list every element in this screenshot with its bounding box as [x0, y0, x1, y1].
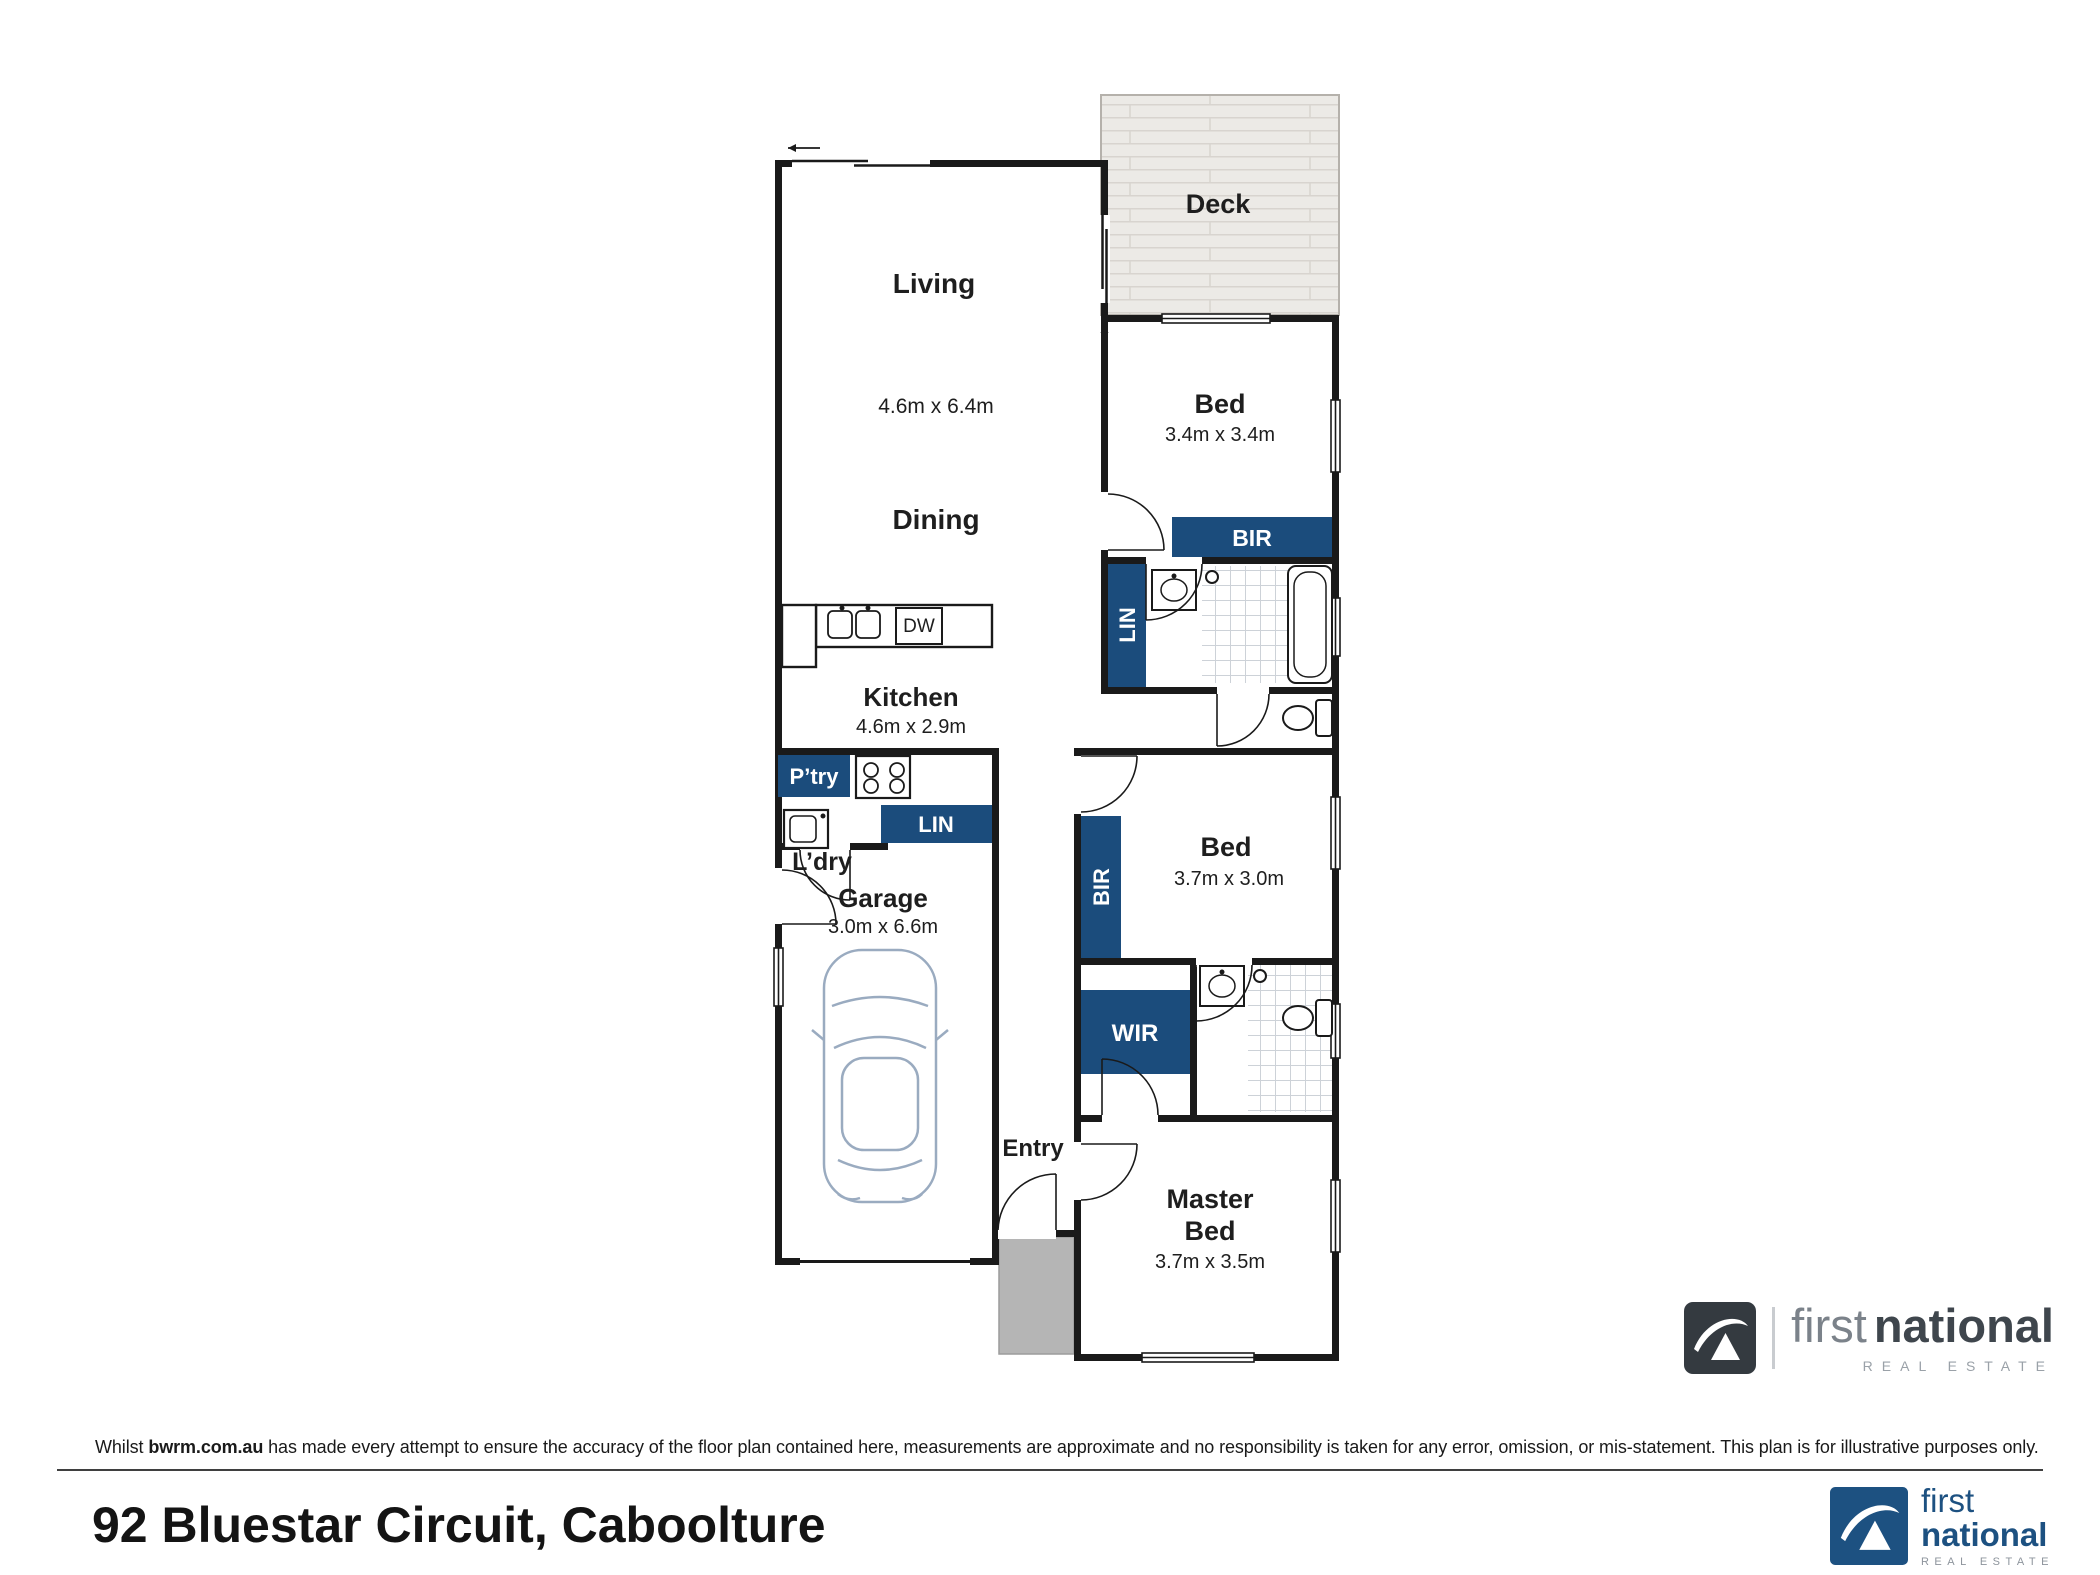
label-entry: Entry: [1002, 1135, 1064, 1162]
divider-line: [57, 1469, 2043, 1471]
logo-tagline: REAL ESTATE: [1862, 1358, 2054, 1374]
bir-bed2-block: [1081, 816, 1121, 958]
ensuite-fixtures: [1199, 965, 1333, 1037]
label-bed2-dims: 3.7m x 3.0m: [1174, 868, 1284, 890]
footer-logo-word-national: national: [1920, 1516, 2048, 1554]
label-ldry: L’dry: [792, 848, 852, 876]
disclaimer-rest: has made every attempt to ensure the acc…: [263, 1437, 2039, 1457]
label-garage-dims: 3.0m x 6.6m: [828, 916, 938, 938]
agency-logo-mark-icon: [1684, 1302, 1757, 1374]
agency-logo-footer-text: first national REAL ESTATE: [1920, 1482, 2054, 1568]
label-dining: Dining: [892, 504, 979, 535]
label-living-dims: 4.6m x 6.4m: [878, 395, 994, 418]
ensuite-shower-head: [1253, 969, 1267, 983]
logo-word-national: national: [1873, 1299, 2054, 1352]
wir-block: [1081, 990, 1190, 1074]
kitchen-bench: [780, 603, 994, 669]
entry-porch: [998, 1236, 1075, 1355]
lin-hall-block: [1108, 564, 1146, 687]
storage-blocks: [778, 517, 1332, 1074]
label-master-2: Bed: [1184, 1216, 1235, 1246]
wc-toilet-tank: [1315, 699, 1333, 737]
label-living: Living: [893, 268, 975, 299]
label-bed1-dims: 3.4m x 3.4m: [1165, 424, 1275, 446]
label-garage: Garage: [838, 883, 928, 913]
bir-bed1-block: [1172, 517, 1332, 557]
disclaimer-prefix: Whilst: [95, 1437, 149, 1457]
door-swings: [781, 493, 1270, 1231]
pantry-block: [778, 755, 850, 797]
shower-head: [1205, 570, 1219, 584]
address-title: 92 Bluestar Circuit, Caboolture: [92, 1497, 826, 1553]
label-pantry: P’try: [790, 764, 840, 789]
cooktop: [854, 754, 912, 800]
label-kitchen: Kitchen: [863, 682, 958, 712]
footer-logo-tagline: REAL ESTATE: [1920, 1555, 2054, 1568]
label-lin-laundry: LIN: [918, 812, 953, 837]
logo-divider: [1772, 1307, 1776, 1369]
label-bir-bed1: BIR: [1232, 525, 1272, 551]
label-master-dims: 3.7m x 3.5m: [1155, 1251, 1265, 1273]
car-icon: [811, 948, 949, 1204]
ensuite-toilet-bowl: [1282, 1005, 1314, 1031]
slider-arrows: [788, 144, 1109, 340]
wc-toilet-bowl: [1282, 705, 1314, 731]
lin-laundry-block: [881, 805, 992, 843]
dishwasher-box: [895, 607, 943, 645]
label-kitchen-dims: 4.6m x 2.9m: [856, 716, 966, 738]
label-lin-hall: LIN: [1115, 607, 1140, 642]
label-bir-bed2: BIR: [1089, 868, 1114, 906]
logo-word-first: first: [1791, 1299, 1867, 1352]
deck-area: [1100, 94, 1340, 316]
label-wir: WIR: [1112, 1020, 1159, 1047]
tiled-floors: [1202, 566, 1332, 1112]
room-labels: Deck Living 4.6m x 6.4m Dining Bed 3.4m …: [790, 189, 1284, 1273]
sliding-doors: [788, 147, 1108, 334]
disclaimer-text: Whilst bwrm.com.au has made every attemp…: [95, 1437, 2039, 1458]
agency-logo-footer-mark-icon: [1829, 1487, 1908, 1566]
label-deck: Deck: [1186, 189, 1252, 219]
label-master-1: Master: [1166, 1184, 1254, 1214]
agency-logo-footer: first national REAL ESTATE: [1829, 1482, 2054, 1568]
windows: [773, 313, 1341, 1363]
ensuite-toilet-tank: [1315, 999, 1333, 1037]
label-bed1: Bed: [1194, 389, 1245, 419]
disclaimer-brand: bwrm.com.au: [148, 1437, 264, 1457]
label-dw: DW: [903, 616, 935, 637]
laundry-tub: [782, 808, 830, 850]
footer-logo-word-first: first: [1920, 1482, 1975, 1519]
label-bed2: Bed: [1200, 832, 1251, 862]
